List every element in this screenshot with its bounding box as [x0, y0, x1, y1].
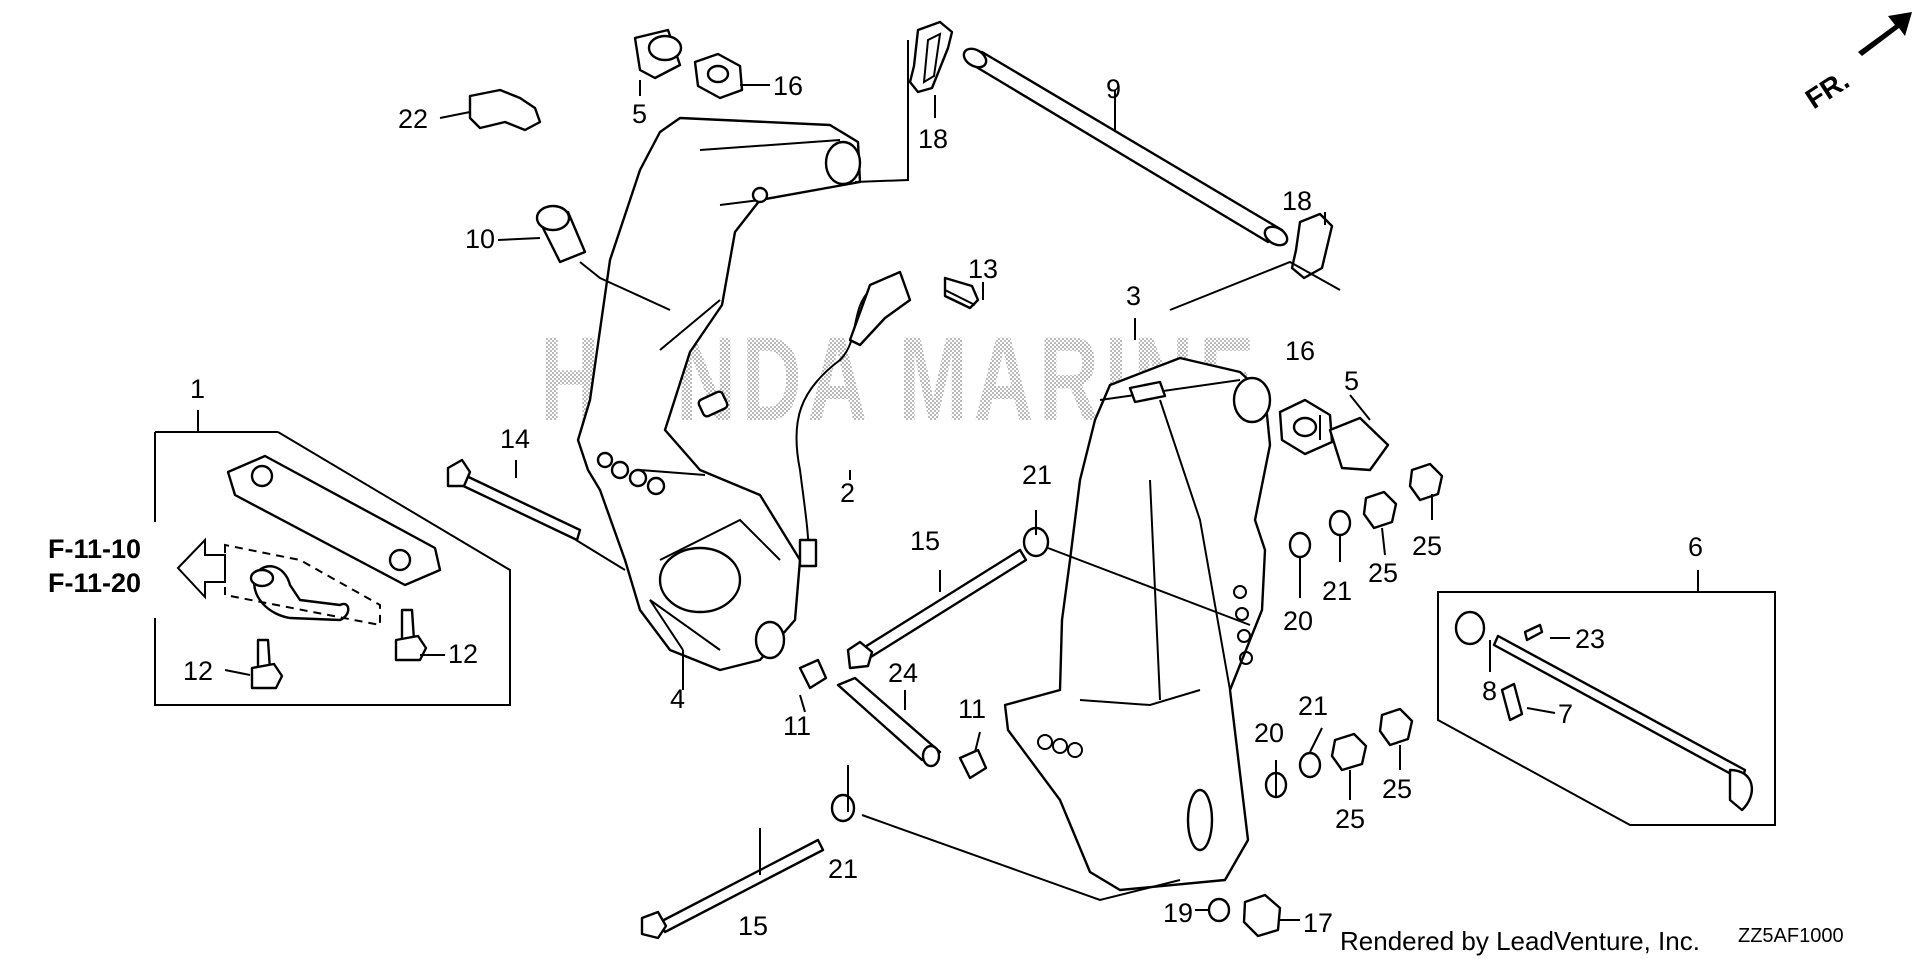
callout-11-right: 11	[958, 694, 986, 724]
collar-5-top	[633, 28, 683, 80]
bushing-11-left	[798, 658, 828, 690]
callout-7: 7	[1558, 699, 1573, 729]
o-ring-18-top	[908, 20, 954, 94]
callout-24: 24	[888, 658, 918, 688]
group-frame-6	[1437, 591, 1776, 826]
callout-25-c: 25	[1335, 804, 1365, 834]
callout-5-right: 5	[1344, 366, 1359, 396]
washer-19	[1207, 897, 1231, 923]
o-ring-18-bottom	[1290, 212, 1334, 280]
collar-5-right	[1328, 416, 1390, 472]
callout-8: 8	[1482, 676, 1497, 706]
bolt-14	[446, 458, 582, 542]
wiring-sensor-2	[795, 270, 912, 568]
front-indicator: FR.	[1800, 64, 1855, 115]
callout-13: 13	[968, 254, 998, 284]
bushing-11-right	[958, 748, 988, 780]
callout-16-top: 16	[773, 71, 803, 101]
callout-25-d: 25	[1382, 774, 1412, 804]
callout-21-right: 21	[1322, 576, 1352, 606]
rendered-by-credit: Rendered by LeadVenture, Inc.	[1340, 926, 1700, 956]
left-stern-bracket	[576, 116, 862, 672]
callout-25-a: 25	[1368, 558, 1398, 588]
bolt-15-lower	[640, 838, 825, 940]
callout-12-right: 12	[448, 639, 478, 669]
bolt-15-upper	[846, 548, 1028, 670]
callout-12-left: 12	[183, 656, 213, 686]
washer-21-lower	[830, 793, 856, 823]
tilt-tube	[962, 47, 1289, 247]
cable-clamp-22	[468, 88, 542, 132]
callout-20-upper: 20	[1283, 606, 1313, 636]
callout-9: 9	[1106, 74, 1121, 104]
callout-19: 19	[1163, 898, 1193, 928]
callout-20-lower: 20	[1254, 718, 1284, 748]
callout-23: 23	[1575, 624, 1605, 654]
anode-assembly	[226, 454, 442, 690]
collar-24	[836, 676, 942, 768]
right-stern-bracket	[1003, 356, 1272, 892]
washer-set-lower	[1264, 707, 1414, 799]
front-arrow-icon	[1858, 12, 1912, 56]
callout-11-left: 11	[783, 711, 811, 741]
callout-1: 1	[190, 374, 205, 404]
leader-lines	[197, 40, 1699, 921]
callout-6: 6	[1688, 532, 1703, 562]
callout-15-lower: 15	[738, 911, 768, 941]
callout-14: 14	[500, 424, 530, 454]
tilt-lock-rod	[1454, 610, 1754, 812]
callout-5-top: 5	[632, 99, 647, 129]
callout-2: 2	[840, 478, 855, 508]
reference-page-2[interactable]: F-11-20	[48, 568, 141, 598]
callout-21-upper: 21	[1022, 460, 1052, 490]
nut-16-right	[1278, 398, 1334, 456]
callout-3: 3	[1126, 281, 1141, 311]
callout-16-right: 16	[1285, 336, 1315, 366]
callout-22: 22	[398, 104, 428, 134]
bushing-10	[535, 204, 587, 264]
callout-10: 10	[465, 224, 495, 254]
diagram-code: ZZ5AF1000	[1738, 925, 1844, 947]
callout-17: 17	[1303, 908, 1333, 938]
callout-21-lower-right: 21	[1298, 691, 1328, 721]
callout-4: 4	[670, 684, 685, 714]
callout-21-bottom: 21	[828, 854, 858, 884]
callout-25-b: 25	[1412, 531, 1442, 561]
callout-18-right: 18	[1282, 186, 1312, 216]
reference-page-1[interactable]: F-11-10	[48, 534, 141, 564]
callout-15-upper: 15	[910, 526, 940, 556]
reference-arrow-icon	[176, 537, 226, 600]
callout-18-top: 18	[918, 124, 948, 154]
washer-set-upper	[1288, 462, 1444, 559]
nut-17	[1242, 893, 1282, 938]
group-frame-1	[154, 431, 511, 706]
nut-16-top	[693, 52, 744, 100]
